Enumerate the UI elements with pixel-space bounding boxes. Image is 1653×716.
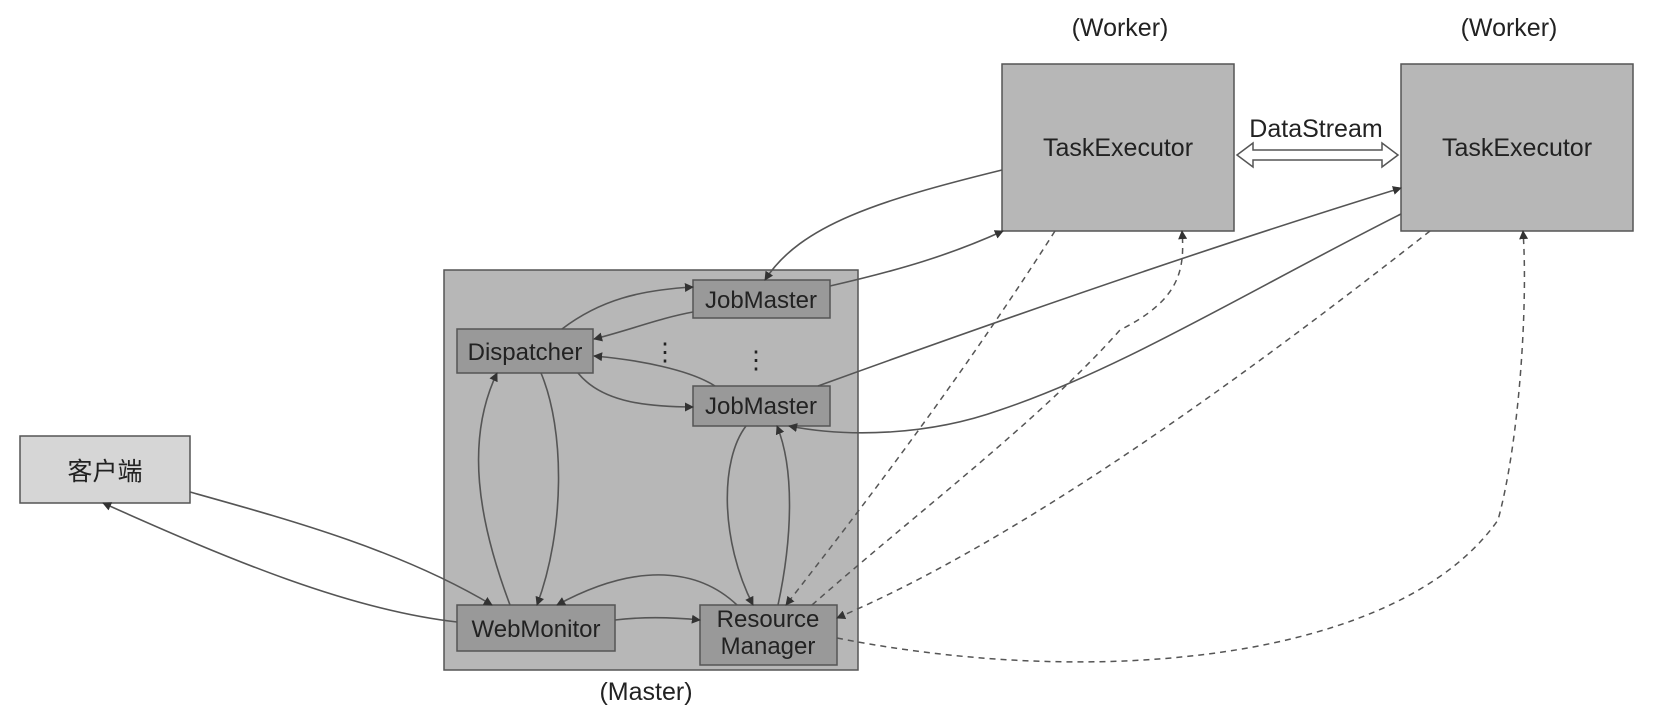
- client-box: [19, 435, 191, 504]
- dashed-resource-manager-to-taskexecutor-right: [836, 230, 1529, 663]
- task-executor-right: TaskExecutor: [1400, 63, 1634, 232]
- dashed-taskexecutor-left-to-resource-manager: [785, 230, 1056, 606]
- edge-dispatcher-to-jobmaster-top: [561, 282, 694, 330]
- dispatcher-label: Dispatcher: [468, 339, 583, 366]
- jobmaster-top-label: JobMaster: [705, 287, 817, 314]
- edge-dispatcher-to-webmonitor: [535, 372, 560, 606]
- task-executor-right-label: TaskExecutor: [1442, 134, 1592, 162]
- edge-jobmaster-bottom-to-dispatcher: [593, 352, 716, 387]
- edge-webmonitor-to-client: [102, 502, 458, 623]
- datastream-label: DataStream: [1249, 115, 1382, 143]
- dispatcher-box: [456, 328, 594, 374]
- resource-manager-label-line1: Resource: [717, 606, 820, 633]
- webmonitor-box: [456, 604, 616, 652]
- dashed-edges: [785, 230, 1529, 663]
- jobmaster-top-box: [692, 279, 831, 319]
- dashed-resource-manager-to-taskexecutor-left: [811, 230, 1188, 606]
- webmonitor-node: WebMonitor: [456, 604, 616, 652]
- edge-jobmaster-bottom-to-resource-manager: [726, 425, 754, 606]
- jobmaster-bottom-node: JobMaster: [692, 385, 831, 427]
- webmonitor-label: WebMonitor: [472, 616, 601, 643]
- task-executor-left-box: [1001, 63, 1235, 232]
- edge-client-to-webmonitor: [189, 491, 493, 606]
- ellipsis-left: ⋮: [653, 338, 678, 366]
- resource-manager-box: [699, 604, 838, 666]
- worker-right-label: (Worker): [1461, 14, 1558, 42]
- worker-left-label: (Worker): [1072, 14, 1169, 42]
- jobmaster-bottom-label: JobMaster: [705, 393, 817, 420]
- dispatcher-node: Dispatcher: [456, 328, 594, 374]
- dashed-taskexecutor-right-to-resource-manager: [836, 230, 1431, 619]
- edge-jobmaster-top-to-dispatcher: [593, 311, 694, 342]
- client-label: 客户端: [67, 458, 142, 486]
- edge-taskexecutor-left-to-jobmaster-top: [764, 169, 1003, 281]
- edge-taskexecutor-right-to-jobmaster-bottom: [788, 213, 1402, 434]
- ellipsis-right: ⋮: [744, 346, 769, 374]
- resource-manager-label-line2: Manager: [721, 633, 816, 660]
- jobmaster-top-node: JobMaster: [692, 279, 831, 319]
- edge-jobmaster-top-to-taskexecutor-left: [829, 230, 1004, 287]
- master-label: (Master): [599, 678, 692, 706]
- edge-jobmaster-bottom-to-taskexecutor-right: [817, 186, 1402, 387]
- task-executor-left: TaskExecutor: [1001, 63, 1235, 232]
- edge-resource-manager-to-jobmaster-bottom: [775, 425, 791, 606]
- edge-resource-manager-to-webmonitor: [556, 574, 738, 606]
- edge-dispatcher-to-jobmaster-bottom: [577, 372, 694, 412]
- task-executor-right-box: [1400, 63, 1634, 232]
- edge-webmonitor-to-dispatcher: [477, 372, 511, 606]
- resource-manager-node: Resource Manager: [699, 604, 838, 666]
- solid-edges: [102, 169, 1402, 624]
- datastream-arrow: DataStream: [1235, 115, 1400, 169]
- edge-webmonitor-to-resource-manager: [614, 614, 701, 624]
- client-node: 客户端: [19, 435, 191, 504]
- task-executor-left-label: TaskExecutor: [1043, 134, 1193, 162]
- jobmaster-bottom-box: [692, 385, 831, 427]
